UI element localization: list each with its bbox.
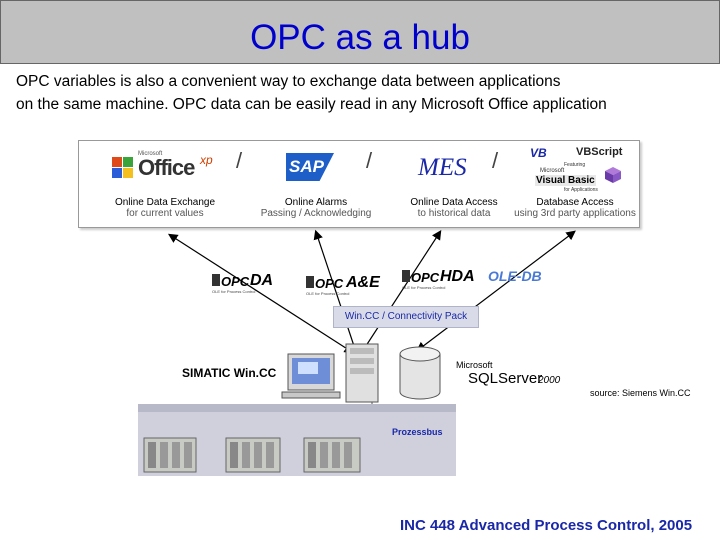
opc-hda-text: HDA	[440, 268, 475, 286]
wincc-station-illustration	[276, 336, 466, 406]
process-bus-area	[138, 404, 456, 476]
opc-ae-logo: OPC A&E OLE for Process Control	[304, 272, 388, 298]
simatic-wincc-label: SIMATIC Win.CC	[182, 366, 276, 380]
sql-server-text: SQLServer	[468, 370, 542, 387]
opc-ae-text: A&E	[346, 274, 380, 292]
opc-da-text: DA	[250, 272, 273, 290]
database-icon	[400, 347, 440, 399]
opc-da-tagline: OLE for Process Control	[212, 289, 255, 294]
monitor-icon	[282, 354, 340, 398]
sql-server-logo: Microsoft SQLServer 2000	[456, 360, 566, 390]
process-bus-label: Prozessbus	[392, 427, 443, 437]
connectivity-pack-box: Win.CC / Connectivity Pack	[333, 306, 479, 328]
plc-rack-icon	[226, 438, 280, 472]
plc-rack-icon	[144, 438, 196, 472]
opc-da-logo: OPC DA OLE for Process Control	[210, 270, 280, 296]
opc-mark-text: OPC	[315, 276, 344, 291]
ole-db-logo: OLE-DB	[488, 268, 542, 284]
sql-server-year: 2000	[538, 375, 560, 386]
sql-microsoft-text: Microsoft	[456, 360, 493, 370]
opc-mark-text: OPC	[411, 270, 440, 285]
source-note: source: Siemens Win.CC	[590, 388, 691, 398]
opc-hda-logo: OPC HDA OLE for Process Control	[400, 266, 484, 292]
opc-hda-tagline: OLE for Process Control	[402, 285, 445, 290]
slide-footer: INC 448 Advanced Process Control, 2005	[400, 517, 692, 534]
plc-rack-icon	[304, 438, 360, 472]
opc-ae-tagline: OLE for Process Control	[306, 291, 349, 296]
server-tower-icon	[346, 344, 378, 402]
plc-racks-illustration	[138, 404, 456, 476]
opc-mark-text: OPC	[221, 274, 250, 289]
